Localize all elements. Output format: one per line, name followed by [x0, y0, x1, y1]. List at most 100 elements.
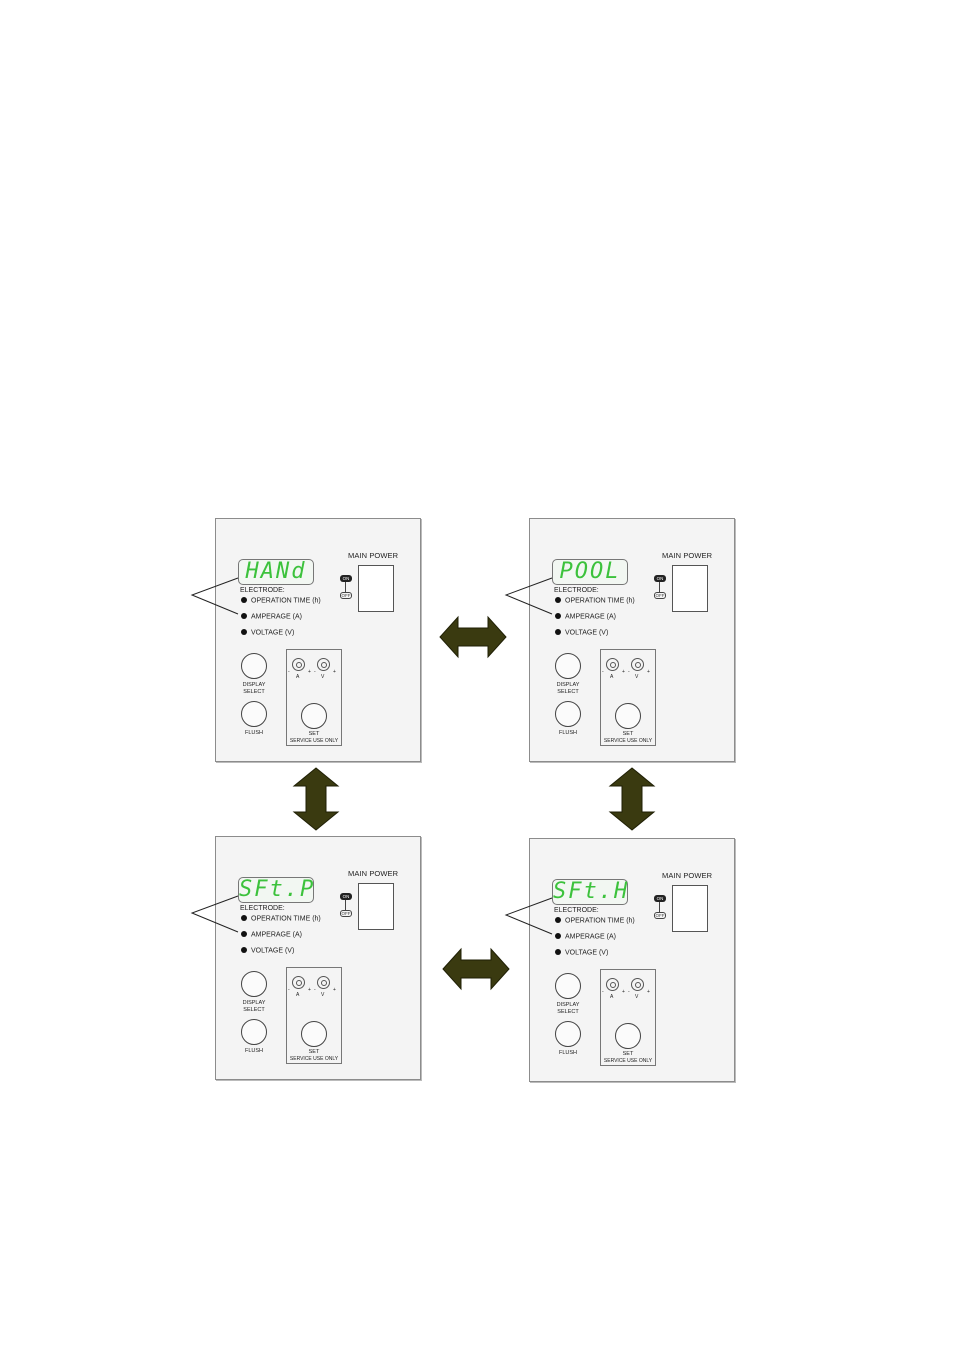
- set-label: SET: [308, 731, 320, 737]
- knob-minus: -: [602, 669, 604, 675]
- set-button[interactable]: [615, 703, 641, 729]
- flush-button[interactable]: [555, 701, 581, 727]
- voltage-knob-icon[interactable]: [317, 976, 330, 989]
- led-dot-icon: [241, 597, 247, 603]
- flush-button[interactable]: [241, 701, 267, 727]
- voltage-knob-icon[interactable]: [631, 658, 644, 671]
- led-dot-icon: [555, 933, 561, 939]
- set-label: SET: [308, 1049, 320, 1055]
- led-dot-icon: [241, 613, 247, 619]
- led-display: SFt.H: [552, 879, 628, 905]
- set-button[interactable]: [615, 1023, 641, 1049]
- indicator-operation-time: OPERATION TIME (h): [241, 915, 321, 923]
- indicator-operation-time: OPERATION TIME (h): [555, 917, 635, 925]
- led-dot-icon: [241, 629, 247, 635]
- service-label: SERVICE USE ONLY: [289, 738, 339, 744]
- main-power-label: MAIN POWER: [662, 551, 713, 560]
- led-display: POOL: [552, 559, 628, 585]
- switch-off-label: OFF: [340, 910, 352, 917]
- switch-on-label: ON: [654, 895, 666, 902]
- led-dot-icon: [555, 917, 561, 923]
- knob-plus: +: [622, 669, 625, 675]
- control-panel-sfth: SFt.H MAIN POWER ON OFF ELECTRODE: OPERA…: [529, 838, 735, 1082]
- callout-line: [190, 577, 239, 615]
- electrode-label: ELECTRODE:: [240, 905, 285, 912]
- set-label: SET: [622, 731, 634, 737]
- knob-plus: +: [647, 989, 650, 995]
- main-power-switch[interactable]: [672, 565, 708, 612]
- knob-plus: +: [308, 669, 311, 675]
- led-dot-icon: [241, 931, 247, 937]
- switch-off-label: OFF: [654, 912, 666, 919]
- service-area: - A + - V + SET SERVICE USE ONLY: [600, 649, 656, 746]
- indicator-voltage: VOLTAGE (V): [555, 949, 608, 957]
- indicator-operation-time: OPERATION TIME (h): [555, 597, 635, 605]
- set-button[interactable]: [301, 703, 327, 729]
- knob-minus: -: [314, 987, 316, 993]
- service-label: SERVICE USE ONLY: [603, 1058, 653, 1064]
- knob-v-label: V: [321, 674, 325, 680]
- electrode-label: ELECTRODE:: [240, 587, 285, 594]
- control-panel-hand: HANd MAIN POWER ON OFF ELECTRODE: OPERAT…: [215, 518, 421, 762]
- display-select-button[interactable]: [241, 653, 267, 679]
- indicator-amperage: AMPERAGE (A): [241, 613, 302, 621]
- callout-line: [504, 897, 553, 935]
- knob-minus: -: [628, 989, 630, 995]
- display-select-button[interactable]: [241, 971, 267, 997]
- set-label: SET: [622, 1051, 634, 1057]
- knob-minus: -: [288, 987, 290, 993]
- voltage-knob-icon[interactable]: [631, 978, 644, 991]
- control-panel-sftp: SFt.P MAIN POWER ON OFF ELECTRODE: OPERA…: [215, 836, 421, 1080]
- switch-on-label: ON: [340, 575, 352, 582]
- display-text: SFt.H: [553, 879, 630, 904]
- set-button[interactable]: [301, 1021, 327, 1047]
- amperage-knob-icon[interactable]: [606, 978, 619, 991]
- knob-plus: +: [308, 987, 311, 993]
- switch-line: [345, 582, 346, 592]
- knob-a-label: A: [610, 994, 614, 1000]
- led-dot-icon: [555, 613, 561, 619]
- switch-line: [659, 582, 660, 592]
- service-area: - A + - V + SET SERVICE USE ONLY: [286, 967, 342, 1064]
- knob-minus: -: [314, 669, 316, 675]
- amperage-knob-icon[interactable]: [292, 658, 305, 671]
- double-arrow-vertical-left: [292, 767, 340, 831]
- led-display: HANd: [238, 559, 314, 585]
- flush-button[interactable]: [241, 1019, 267, 1045]
- knob-a-label: A: [296, 674, 300, 680]
- led-dot-icon: [241, 947, 247, 953]
- callout-line: [504, 577, 553, 615]
- indicator-operation-time: OPERATION TIME (h): [241, 597, 321, 605]
- service-label: SERVICE USE ONLY: [603, 738, 653, 744]
- knob-plus: +: [622, 989, 625, 995]
- flush-button[interactable]: [555, 1021, 581, 1047]
- main-power-switch[interactable]: [358, 565, 394, 612]
- knob-plus: +: [333, 669, 336, 675]
- indicator-amperage: AMPERAGE (A): [555, 613, 616, 621]
- main-power-label: MAIN POWER: [348, 551, 399, 560]
- amperage-knob-icon[interactable]: [606, 658, 619, 671]
- callout-line: [190, 895, 239, 933]
- switch-on-label: ON: [340, 893, 352, 900]
- display-select-button[interactable]: [555, 973, 581, 999]
- knob-minus: -: [602, 989, 604, 995]
- amperage-knob-icon[interactable]: [292, 976, 305, 989]
- indicator-amperage: AMPERAGE (A): [555, 933, 616, 941]
- service-label: SERVICE USE ONLY: [289, 1056, 339, 1062]
- service-area: - A + - V + SET SERVICE USE ONLY: [600, 969, 656, 1066]
- indicator-amperage: AMPERAGE (A): [241, 931, 302, 939]
- main-power-label: MAIN POWER: [348, 869, 399, 878]
- main-power-switch[interactable]: [672, 885, 708, 932]
- switch-off-label: OFF: [340, 592, 352, 599]
- knob-v-label: V: [635, 674, 639, 680]
- voltage-knob-icon[interactable]: [317, 658, 330, 671]
- led-dot-icon: [555, 629, 561, 635]
- knob-v-label: V: [635, 994, 639, 1000]
- main-power-switch[interactable]: [358, 883, 394, 930]
- led-display: SFt.P: [238, 877, 314, 903]
- double-arrow-horizontal-top: [439, 615, 507, 659]
- indicator-voltage: VOLTAGE (V): [555, 629, 608, 637]
- display-select-button[interactable]: [555, 653, 581, 679]
